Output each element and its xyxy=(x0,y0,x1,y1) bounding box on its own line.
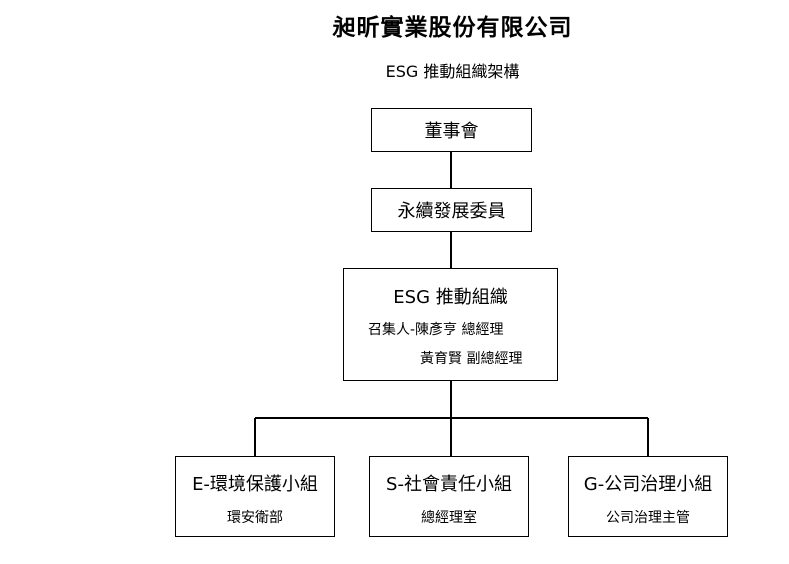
committee-label: 永續發展委員 xyxy=(397,201,506,222)
committee-node: 永續發展委員 xyxy=(371,188,532,232)
group-name: S-社會責任小組 xyxy=(386,474,512,495)
board-node: 董事會 xyxy=(371,108,532,152)
group-department: 公司治理主管 xyxy=(606,510,690,526)
social-group-node: S-社會責任小組 總經理室 xyxy=(369,456,529,537)
company-title: 昶昕實業股份有限公司 xyxy=(332,15,573,41)
group-department: 總經理室 xyxy=(421,510,477,526)
governance-group-node: G-公司治理小組 公司治理主管 xyxy=(568,456,728,537)
group-department: 環安衛部 xyxy=(227,510,283,526)
esg-node-title: ESG 推動組織 xyxy=(393,287,508,308)
environment-group-node: E-環境保護小組 環安衛部 xyxy=(175,456,335,537)
esg-promotion-node: ESG 推動組織 召集人-陳彥亨 總經理 黃育賢 副總經理 xyxy=(343,268,558,381)
group-name: E-環境保護小組 xyxy=(192,474,318,495)
group-name: G-公司治理小組 xyxy=(583,474,713,495)
esg-convener: 召集人-陳彥亨 總經理 xyxy=(368,322,504,338)
board-label: 董事會 xyxy=(424,121,479,142)
org-chart-title: ESG 推動組織架構 xyxy=(385,62,520,81)
esg-member: 黃育賢 副總經理 xyxy=(420,351,523,367)
